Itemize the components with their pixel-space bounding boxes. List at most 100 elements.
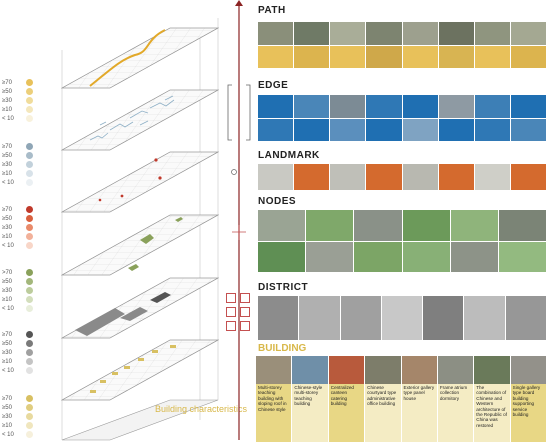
building-caption: Multi-storey teaching building with slop…: [256, 384, 292, 442]
legend-row: ≥30: [2, 160, 42, 169]
building-card: Multi-storey teaching building with slop…: [256, 356, 292, 442]
photo: [258, 22, 294, 45]
photo: [474, 95, 510, 118]
legend-row: < 10: [2, 366, 42, 375]
photo: [510, 118, 546, 141]
legend-row: ≥50: [2, 214, 42, 223]
section-title-path: PATH: [258, 5, 286, 16]
building-caption: The combination of Chinese and Western a…: [474, 384, 510, 442]
legend-row: ≥30: [2, 348, 42, 357]
photo: [474, 45, 510, 68]
legend-path: ≥70 ≥50 ≥30 ≥10 < 10: [2, 78, 42, 123]
photo: [510, 45, 546, 68]
grid-square: [226, 307, 236, 317]
photo: [474, 164, 510, 190]
photo: [330, 22, 366, 45]
legend-row: >70: [2, 268, 42, 277]
photo: [366, 95, 402, 118]
photo: [438, 45, 474, 68]
photo: [258, 95, 294, 118]
section-title-edge: EDGE: [258, 80, 289, 91]
legend-row: ≥70: [2, 205, 42, 214]
grid-square: [240, 293, 250, 303]
photo: [354, 241, 402, 272]
legend-row: ≥70: [2, 330, 42, 339]
legend-row: ≥10: [2, 232, 42, 241]
plane-edge: [60, 89, 220, 151]
photo: [498, 210, 547, 241]
photo-strip-edge: [258, 95, 546, 141]
legend-row: ≥10: [2, 357, 42, 366]
building-card: Chinese-style multi-storey teaching buil…: [292, 356, 328, 442]
photo: [402, 118, 438, 141]
photo: [366, 22, 402, 45]
building-caption: Chinese courtyard type administrative of…: [365, 384, 401, 442]
photo: [366, 118, 402, 141]
building-characteristics-label: Building characteristics: [155, 404, 248, 414]
photo: [402, 95, 438, 118]
photo-strip-landmark: [258, 164, 546, 190]
photo: [294, 118, 330, 141]
photo: [330, 95, 366, 118]
photo: [299, 296, 340, 340]
legend-row: ≥50: [2, 339, 42, 348]
legend-edge: ≥70 ≥50 ≥30 ≥10 < 10: [2, 142, 42, 187]
legend-row: ≥50: [2, 403, 42, 412]
building-caption: Chinese-style multi-storey teaching buil…: [292, 384, 328, 442]
photo: [258, 45, 294, 68]
building-card: Exterior gallery type panel house: [401, 356, 437, 442]
grid-square: [226, 293, 236, 303]
photo: [294, 164, 330, 190]
photo: [258, 164, 294, 190]
photo: [402, 164, 438, 190]
photo: [258, 118, 294, 141]
building-photo: [328, 356, 365, 384]
photo: [258, 296, 299, 340]
plane-landmark: [60, 151, 220, 213]
building-panel: Multi-storey teaching building with slop…: [256, 356, 546, 442]
photo: [505, 296, 546, 340]
building-card: Chinese courtyard type administrative of…: [365, 356, 401, 442]
grid-square: [240, 307, 250, 317]
building-photo: [256, 356, 292, 384]
photo-strip-district: [258, 296, 546, 340]
legend-landmark: ≥70 ≥50 ≥30 ≥10 < 10: [2, 205, 42, 250]
photo: [450, 241, 498, 272]
legend-row: ≥30: [2, 96, 42, 105]
building-photo: [401, 356, 437, 384]
photo: [330, 118, 366, 141]
photo: [402, 45, 438, 68]
section-title-building: BUILDING: [258, 343, 307, 354]
legend-row: ≥70: [2, 394, 42, 403]
building-caption: Exterior gallery type panel house: [401, 384, 437, 442]
legend-row: ≥50: [2, 277, 42, 286]
photo: [330, 164, 366, 190]
photo: [306, 210, 354, 241]
photo: [464, 296, 505, 340]
photo: [510, 95, 546, 118]
photo: [438, 164, 474, 190]
photo: [258, 241, 306, 272]
building-photo: [437, 356, 474, 384]
legend-row: ≥10: [2, 421, 42, 430]
plane-base: [61, 399, 219, 441]
stacked-layers-diagram: [60, 18, 220, 441]
photo: [402, 210, 450, 241]
photo: [474, 22, 510, 45]
legend-row: ≥10: [2, 169, 42, 178]
photo: [438, 22, 474, 45]
photo-strip-path: [258, 22, 546, 68]
legend-row: < 10: [2, 114, 42, 123]
section-title-district: DISTRICT: [258, 282, 309, 293]
legend-row: < 10: [2, 304, 42, 313]
photo: [340, 296, 381, 340]
legend-nodes: >70 ≥50 ≥30 ≥10 < 10: [2, 268, 42, 313]
photo: [294, 45, 330, 68]
plane-building: [60, 339, 220, 401]
photo: [438, 95, 474, 118]
legend-row: < 10: [2, 430, 42, 439]
photo: [366, 164, 402, 190]
building-photo: [510, 356, 546, 384]
photo: [498, 241, 547, 272]
plane-path: [60, 27, 220, 89]
